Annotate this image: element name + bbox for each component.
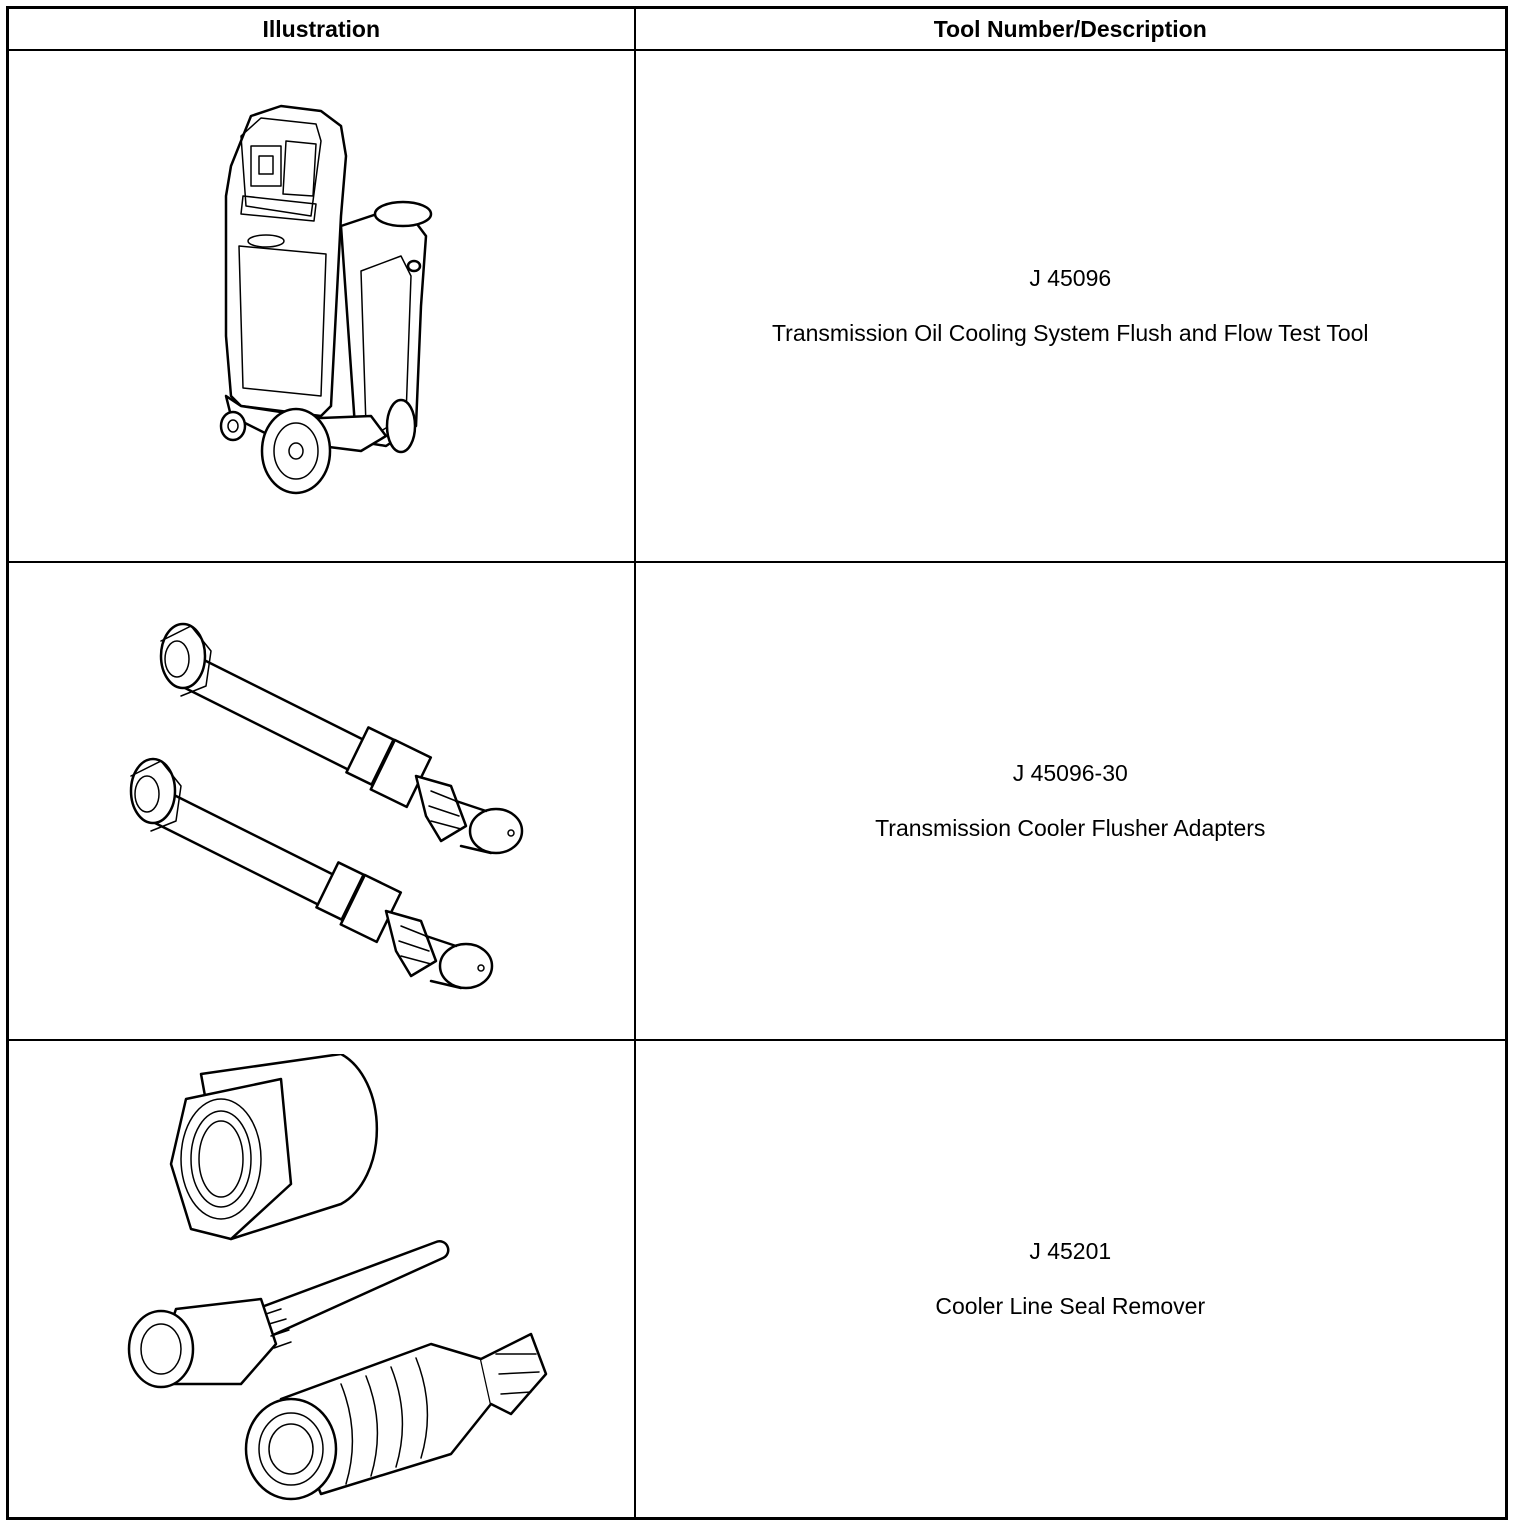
description-cell: J 45096 Transmission Oil Cooling System … bbox=[633, 49, 1508, 563]
special-tools-table: Illustration Tool Number/Description bbox=[6, 6, 1508, 1520]
table-header-row: Illustration Tool Number/Description bbox=[6, 6, 1508, 51]
tool-description: Cooler Line Seal Remover bbox=[935, 1293, 1206, 1319]
tool-number: J 45201 bbox=[1029, 1238, 1112, 1264]
tool-description: Transmission Cooler Flusher Adapters bbox=[875, 815, 1266, 841]
tool-description: Transmission Oil Cooling System Flush an… bbox=[771, 320, 1369, 346]
description-cell: J 45096-30 Transmission Cooler Flusher A… bbox=[633, 561, 1508, 1041]
table-row: J 45096 Transmission Oil Cooling System … bbox=[6, 49, 1508, 563]
tool-number: J 45096-30 bbox=[1012, 760, 1128, 786]
table-row: J 45096-30 Transmission Cooler Flusher A… bbox=[6, 561, 1508, 1041]
illustration-cell bbox=[6, 561, 636, 1041]
flush-machine-cart-icon bbox=[220, 104, 433, 495]
illustration-column-header: Illustration bbox=[6, 6, 636, 51]
table-row: J 45201 Cooler Line Seal Remover bbox=[6, 1039, 1508, 1520]
seal-remover-icon bbox=[128, 1054, 548, 1501]
description-column-header: Tool Number/Description bbox=[633, 6, 1508, 51]
illustration-cell bbox=[6, 1039, 636, 1520]
hose-adapters-icon bbox=[130, 622, 524, 990]
tool-number: J 45096 bbox=[1029, 265, 1112, 291]
description-cell: J 45201 Cooler Line Seal Remover bbox=[633, 1039, 1508, 1520]
illustration-cell bbox=[6, 49, 636, 563]
